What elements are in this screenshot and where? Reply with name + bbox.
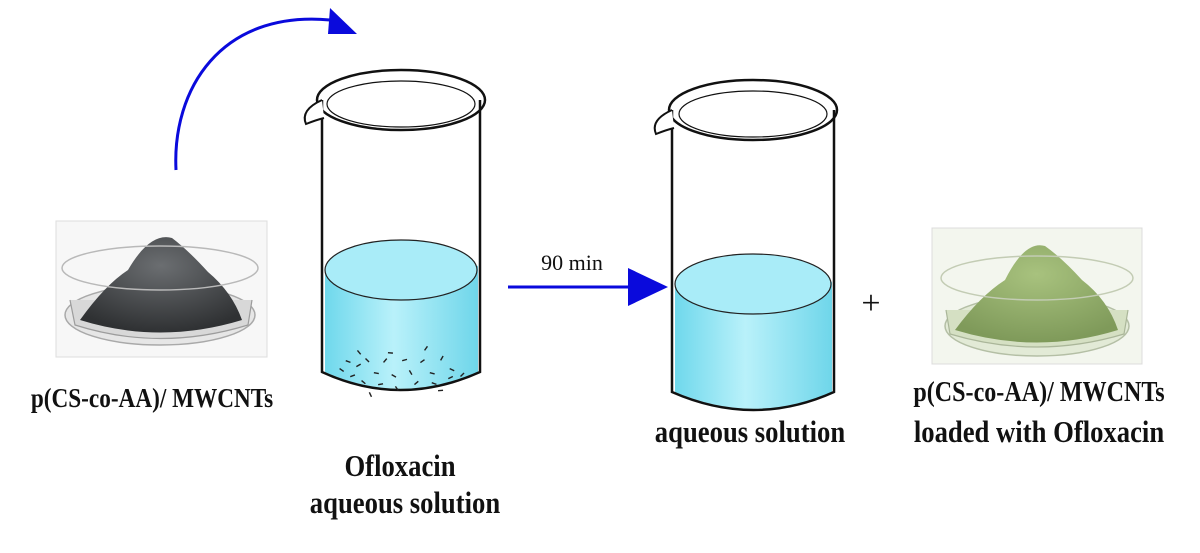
label-aqueous-solution: aqueous solution bbox=[654, 414, 846, 449]
powder-photo-right bbox=[931, 227, 1143, 365]
powder-photo-left bbox=[55, 220, 268, 358]
drug-particles bbox=[339, 345, 465, 398]
plus-sign: + bbox=[861, 285, 881, 322]
label-powder-left: p(CS-co-AA)/ MWCNTs bbox=[30, 383, 274, 413]
label-ofloxacin: Ofloxacin bbox=[344, 448, 456, 483]
curved-arrow bbox=[174, 8, 357, 171]
label-powder-right-line1: p(CS-co-AA)/ MWCNTs bbox=[913, 377, 1165, 408]
beaker-ofloxacin bbox=[303, 68, 487, 398]
beaker-aqueous-solution bbox=[653, 78, 839, 412]
reaction-arrow bbox=[508, 268, 668, 306]
label-powder-right-line2: loaded with Ofloxacin bbox=[913, 414, 1165, 449]
label-ofloxacin-aqueous-solution: aqueous solution bbox=[309, 485, 501, 520]
label-arrow-time: 90 min bbox=[541, 250, 603, 275]
